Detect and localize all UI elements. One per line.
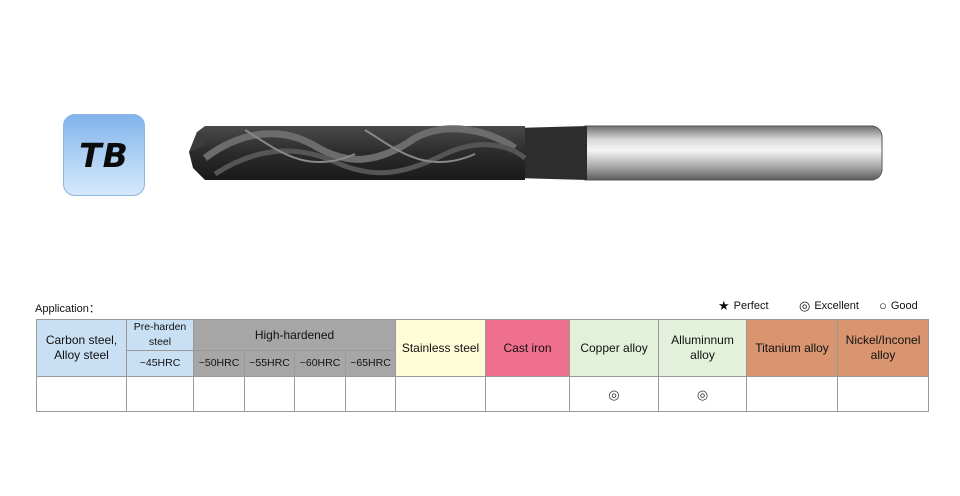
star-icon: ★ <box>718 298 730 313</box>
tb-badge: TB <box>63 114 145 196</box>
rating-60hrc <box>294 376 346 412</box>
rating-cast <box>485 376 571 412</box>
rating-65hrc <box>344 376 397 412</box>
header-copper: Copper alloy <box>569 319 660 377</box>
legend-good: ○ Good <box>879 299 918 312</box>
badge-text: TB <box>79 135 129 175</box>
application-table: Carbon steel, Alloy steel Pre-harden ste… <box>36 319 930 412</box>
header-60hrc: ~60HRC <box>294 350 346 377</box>
double-circle-icon: ◎ <box>799 298 811 313</box>
header-pre-harden: Pre-harden steel <box>126 319 194 351</box>
header-nickel: Nickel/Inconel alloy <box>837 319 930 377</box>
circle-icon: ○ <box>879 298 887 313</box>
table-row: ◎ ◎ <box>36 376 930 412</box>
header-45hrc: ~45HRC <box>126 350 194 377</box>
header-titanium: Titanium alloy <box>746 319 839 377</box>
rating-carbon <box>36 376 127 412</box>
header-65hrc: ~65HRC <box>344 350 397 377</box>
rating-pre-harden <box>126 376 194 412</box>
application-label: Application： <box>35 303 100 315</box>
drill-image <box>189 125 883 181</box>
rating-stainless <box>395 376 487 412</box>
header-55hrc: ~55HRC <box>244 350 295 377</box>
header-carbon-steel: Carbon steel, Alloy steel <box>36 319 127 377</box>
rating-copper: ◎ <box>569 376 660 412</box>
header-high-hardened: High-hardened <box>192 319 397 351</box>
header-aluminum: Alluminnum alloy <box>658 319 748 377</box>
legend-excellent: ◎ Excellent <box>799 299 859 312</box>
header-50hrc: ~50HRC <box>193 350 245 377</box>
rating-aluminum: ◎ <box>658 376 748 412</box>
header-stainless: Stainless steel <box>395 319 487 377</box>
legend-good-label: Good <box>890 299 918 312</box>
rating-titanium <box>746 376 839 412</box>
header-cast-iron: Cast iron <box>485 319 571 377</box>
legend-perfect: ★ Perfect <box>718 299 769 312</box>
legend-excellent-label: Excellent <box>814 299 859 312</box>
rating-50hrc <box>193 376 245 412</box>
legend-perfect-label: Perfect <box>733 299 769 312</box>
rating-nickel <box>837 376 930 412</box>
rating-55hrc <box>244 376 295 412</box>
